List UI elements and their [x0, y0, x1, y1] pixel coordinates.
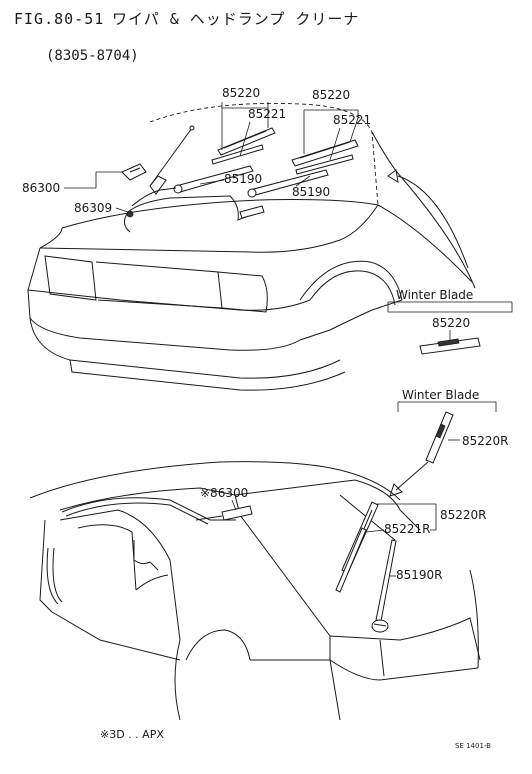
label-85220R: 85220R: [440, 508, 487, 522]
arrow-upper: [387, 169, 469, 269]
wiper-arm-lower: [375, 539, 397, 622]
lower-winter-blade: Winter Blade 85220R: [397, 388, 509, 464]
blade-insert-lower: [335, 527, 367, 593]
label-85190R: 85190R: [396, 568, 443, 582]
label-85221-right: 85221: [333, 113, 371, 127]
blade-insert-right: [295, 154, 354, 175]
upper-labels: 85220 85221 85220 85221 86300 86309 8519…: [22, 86, 371, 215]
footer-note: ※3D . . APX: [100, 728, 164, 741]
label-86300: 86300: [22, 181, 60, 195]
label-85220-left: 85220: [222, 86, 260, 100]
label-85221-left: 85221: [248, 107, 286, 121]
nozzle-86300: [121, 163, 147, 181]
label-winter-85220: 85220: [432, 316, 470, 330]
label-86309: 86309: [74, 201, 112, 215]
arrow-lower: [389, 461, 429, 497]
fig-number: FIG.80-51: [14, 10, 104, 28]
blade-insert-left: [211, 144, 264, 165]
upper-car-body: [27, 102, 476, 391]
upper-winter-blade: Winter Blade 85220: [387, 288, 513, 355]
date-range: (8305-8704): [46, 48, 139, 64]
label-86300-apx: ※86300: [200, 486, 248, 500]
fig-title: ワイパ & ヘッドランプ クリーナ: [112, 10, 359, 28]
nozzle-lower-86300: [221, 505, 253, 521]
winter-blade-heading-lower: Winter Blade: [402, 388, 479, 402]
label-85190-right: 85190: [292, 185, 330, 199]
lower-labels: ※86300 85220R 85221R 85190R: [200, 486, 487, 582]
footer-code: SE 1401-B: [455, 742, 491, 750]
label-winter-85220R: 85220R: [462, 434, 509, 448]
upper-wiper-assembly: [121, 125, 359, 233]
label-85190-left: 85190: [224, 172, 262, 186]
label-85220-right: 85220: [312, 88, 350, 102]
lower-wiper-assembly: [335, 501, 397, 633]
label-85221R: 85221R: [384, 522, 431, 536]
lower-car-body: [29, 461, 481, 721]
winter-blade-heading-upper: Winter Blade: [396, 288, 473, 302]
